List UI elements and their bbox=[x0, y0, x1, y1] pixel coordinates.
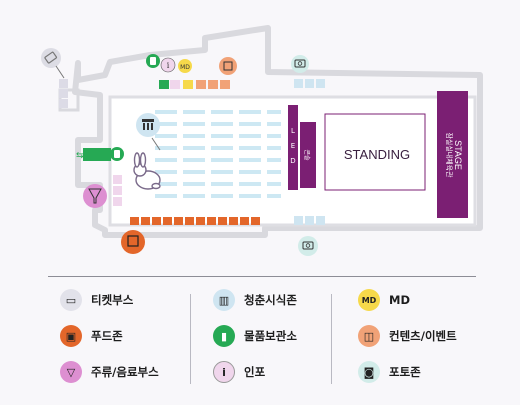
legend-divider-top bbox=[48, 276, 476, 277]
stage bbox=[437, 91, 468, 218]
legend-col-divider-1 bbox=[190, 294, 191, 384]
ticket-booth bbox=[41, 48, 68, 108]
legend-col-divider-2 bbox=[331, 294, 332, 384]
seating-area bbox=[155, 110, 281, 198]
drink-booth bbox=[83, 175, 122, 208]
content-marker bbox=[219, 57, 237, 75]
food-zone bbox=[121, 217, 260, 254]
svg-text:L: L bbox=[291, 127, 295, 135]
svg-text:E: E bbox=[291, 142, 295, 150]
standing-area bbox=[324, 113, 426, 191]
svg-text:i: i bbox=[167, 61, 170, 70]
info-marker bbox=[160, 57, 176, 73]
building-outline bbox=[72, 25, 483, 238]
stage-vertical-text: 잠실실내체육관 bbox=[445, 132, 454, 178]
led-screen: L E D bbox=[288, 105, 298, 190]
svg-text:MD: MD bbox=[180, 64, 190, 71]
svg-text:⇆: ⇆ bbox=[76, 151, 84, 161]
svg-text:D: D bbox=[290, 157, 295, 165]
entrance: ⇆ bbox=[76, 147, 124, 161]
youth-tasting-zone bbox=[136, 113, 161, 151]
photo-zone-bottom bbox=[294, 216, 325, 256]
stage-label: STAGE bbox=[453, 140, 463, 170]
md-marker bbox=[178, 59, 192, 73]
console bbox=[300, 122, 316, 188]
photo-zone-top bbox=[291, 55, 325, 88]
top-booth-row bbox=[159, 80, 230, 89]
rabbit-mascot bbox=[133, 152, 161, 190]
standing-label: STANDING bbox=[344, 147, 410, 162]
console-label: 콘솔 bbox=[303, 149, 311, 161]
